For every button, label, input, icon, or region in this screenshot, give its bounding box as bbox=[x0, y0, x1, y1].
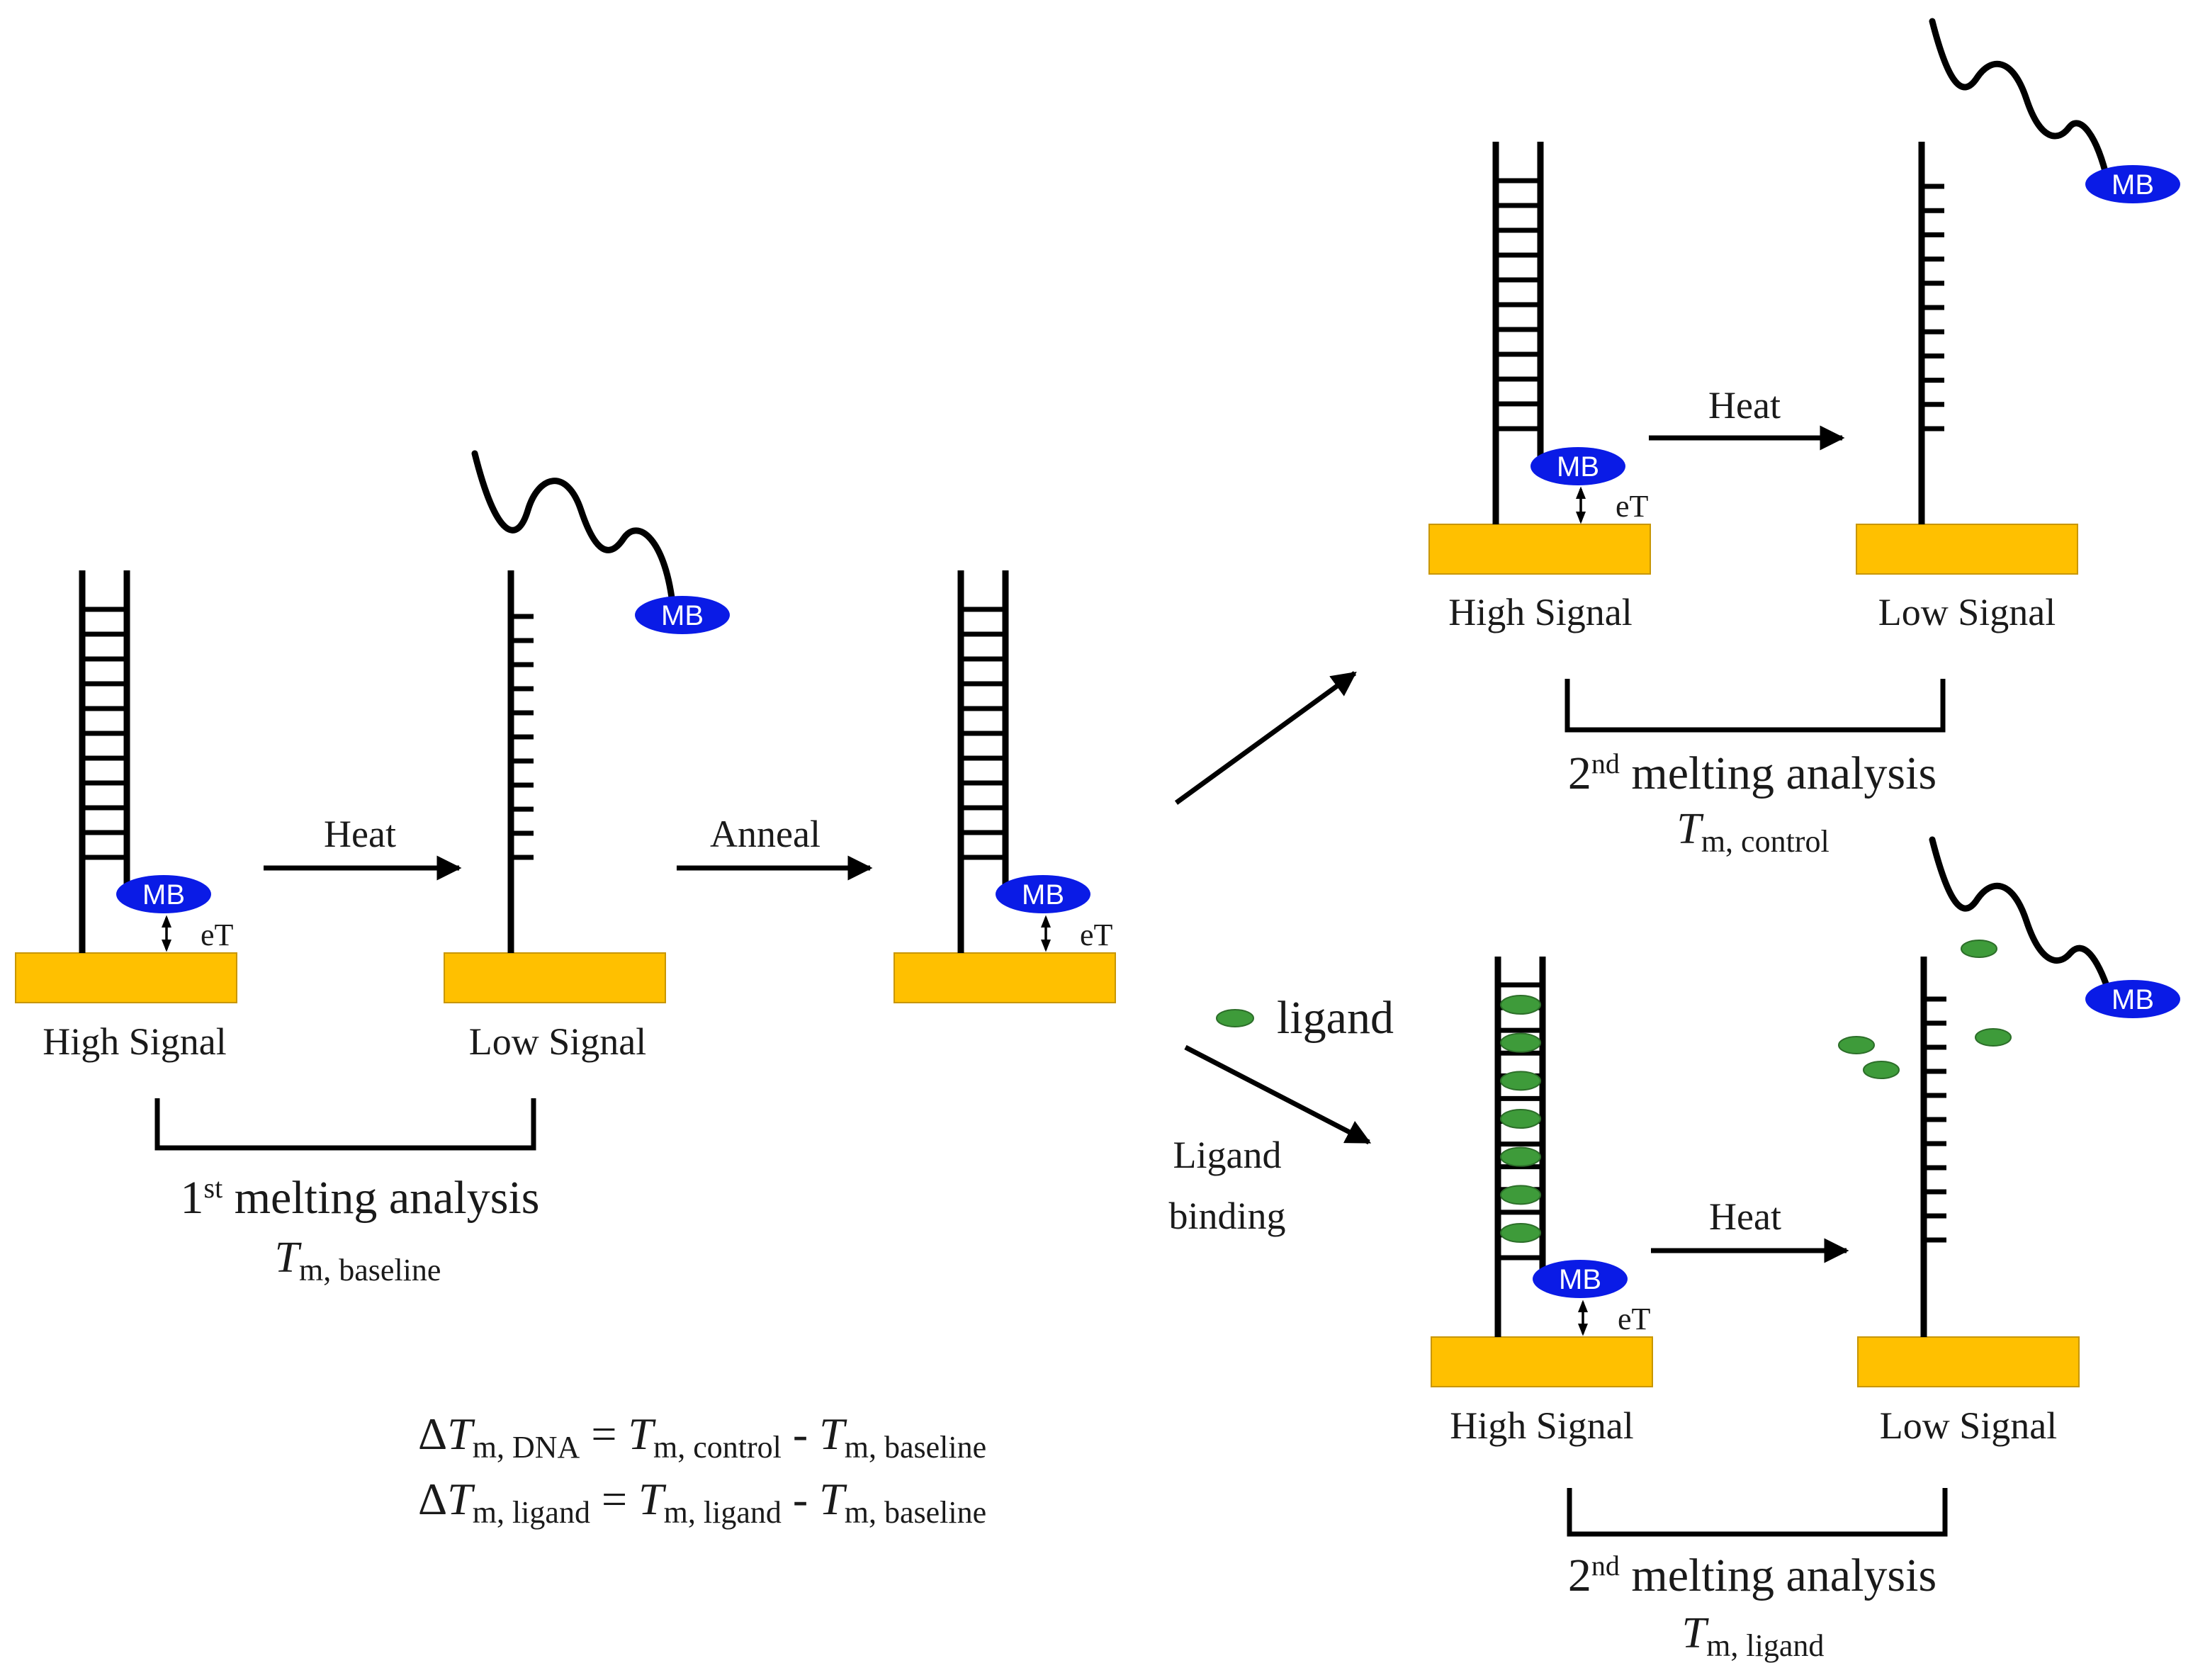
high-signal-label: High Signal bbox=[43, 1020, 227, 1063]
mb-label: MB bbox=[142, 879, 185, 911]
methylene-blue-tag: MB bbox=[116, 875, 211, 913]
bracket bbox=[154, 1098, 536, 1151]
et-label: eT bbox=[201, 918, 234, 952]
base-pair-rungs bbox=[961, 607, 1005, 860]
high-signal-label: High Signal bbox=[1448, 591, 1633, 633]
methylene-blue-tag: MB bbox=[1530, 447, 1625, 485]
gold-electrode bbox=[1431, 1336, 1653, 1387]
panel-3-annealed: MB eT bbox=[893, 570, 1116, 1003]
equation-delta-tm-dna: ΔTm, DNA = Tm, control - Tm, baseline bbox=[418, 1409, 986, 1465]
ligand-icon bbox=[1216, 1009, 1254, 1027]
heat-arrow-control: Heat bbox=[1649, 384, 1845, 451]
base-ticks bbox=[1924, 996, 1946, 1243]
methylene-blue-tag: MB bbox=[996, 875, 1090, 913]
panel-6-ligand-high-signal: MB eT High Signal bbox=[1431, 957, 1653, 1447]
methylene-blue-tag: MB bbox=[1533, 1260, 1628, 1298]
heat-label-ligand: Heat bbox=[1709, 1195, 1781, 1238]
tm-ligand: Tm, ligand bbox=[1682, 1609, 1825, 1663]
bracket bbox=[1567, 1488, 1948, 1537]
et-label: eT bbox=[1616, 489, 1649, 524]
high-signal-label: High Signal bbox=[1450, 1404, 1634, 1447]
base-pair-rungs bbox=[82, 607, 127, 860]
methylene-blue-tag: MB bbox=[635, 596, 730, 634]
first-analysis-title: 1st melting analysis bbox=[181, 1172, 540, 1224]
free-ligand bbox=[1863, 1061, 1900, 1079]
anneal-label: Anneal bbox=[710, 813, 821, 855]
gold-electrode bbox=[444, 952, 666, 1003]
released-strand bbox=[471, 450, 677, 613]
intercalated-ligand bbox=[1500, 1146, 1541, 1167]
tm-baseline: Tm, baseline bbox=[275, 1234, 441, 1287]
intercalated-ligand bbox=[1500, 1071, 1541, 1091]
intercalated-ligand bbox=[1500, 1223, 1541, 1243]
base-ticks bbox=[511, 614, 534, 860]
mb-label: MB bbox=[1557, 451, 1599, 483]
dna-duplex bbox=[79, 570, 130, 953]
free-ligand bbox=[1961, 940, 1997, 958]
et-label: eT bbox=[1618, 1302, 1651, 1336]
mb-label: MB bbox=[661, 600, 704, 631]
et-label: eT bbox=[1080, 918, 1113, 952]
methylene-blue-tag: MB bbox=[2085, 165, 2180, 203]
second-analysis-title-ligand: 2nd melting analysis bbox=[1568, 1550, 1937, 1602]
ligand-legend: ligand bbox=[1216, 992, 1394, 1044]
mb-label: MB bbox=[1559, 1264, 1601, 1295]
low-signal-label: Low Signal bbox=[1880, 1404, 2058, 1447]
released-strand bbox=[1929, 18, 2112, 186]
methylene-blue-tag: MB bbox=[2085, 980, 2180, 1018]
gold-electrode bbox=[1857, 1336, 2080, 1387]
free-ligand bbox=[1975, 1028, 2012, 1047]
gold-electrode bbox=[1856, 524, 2078, 575]
released-strand bbox=[1929, 836, 2114, 999]
branch-arrow-control bbox=[1174, 671, 1357, 805]
low-signal-label: Low Signal bbox=[1878, 591, 2056, 633]
intercalated-ligand bbox=[1500, 1032, 1541, 1053]
heat-label-control: Heat bbox=[1708, 384, 1781, 427]
base-pair-rungs bbox=[1496, 178, 1540, 432]
gold-electrode bbox=[1428, 524, 1651, 575]
panel-1-high-signal: MB eT High Signal bbox=[15, 570, 237, 1063]
heat-arrow-ligand: Heat bbox=[1651, 1195, 1849, 1263]
anneal-arrow: Anneal bbox=[677, 813, 873, 881]
intercalated-ligand bbox=[1500, 1109, 1541, 1129]
panel-7-ligand-low-signal: MB Low Signal bbox=[1838, 836, 2180, 1447]
mb-label: MB bbox=[2112, 169, 2154, 201]
ligand-legend-label: ligand bbox=[1277, 992, 1394, 1044]
panel-5-control-low-signal: MB Low Signal bbox=[1856, 18, 2180, 633]
first-melting-analysis: 1st melting analysis Tm, baseline bbox=[154, 1098, 540, 1287]
second-melting-analysis-ligand: 2nd melting analysis Tm, ligand bbox=[1567, 1488, 1948, 1663]
free-ligand bbox=[1838, 1036, 1875, 1054]
gold-electrode bbox=[893, 952, 1116, 1003]
intercalated-ligand bbox=[1500, 995, 1541, 1015]
second-melting-analysis-control: 2nd melting analysis Tm, control bbox=[1565, 679, 1946, 859]
gold-electrode bbox=[15, 952, 237, 1003]
low-signal-label: Low Signal bbox=[469, 1020, 647, 1063]
mb-label: MB bbox=[1022, 879, 1064, 911]
branch-arrow-ligand bbox=[1184, 1044, 1372, 1145]
panel-4-control-high-signal: MB eT High Signal bbox=[1428, 142, 1651, 633]
equation-delta-tm-ligand: ΔTm, ligand = Tm, ligand - Tm, baseline bbox=[418, 1474, 986, 1530]
panel-2-low-signal: MB Low Signal bbox=[444, 450, 730, 1063]
intercalated-ligands bbox=[1500, 995, 1541, 1243]
tm-control: Tm, control bbox=[1676, 805, 1829, 859]
heat-arrow-1: Heat bbox=[264, 813, 462, 881]
intercalated-ligand bbox=[1500, 1185, 1541, 1205]
bracket bbox=[1565, 679, 1946, 733]
base-ticks bbox=[1922, 184, 1944, 432]
heat-label-1: Heat bbox=[324, 813, 396, 855]
equations: ΔTm, DNA = Tm, control - Tm, baseline ΔT… bbox=[418, 1409, 986, 1530]
mb-label: MB bbox=[2112, 984, 2154, 1015]
second-analysis-title-control: 2nd melting analysis bbox=[1568, 748, 1937, 800]
